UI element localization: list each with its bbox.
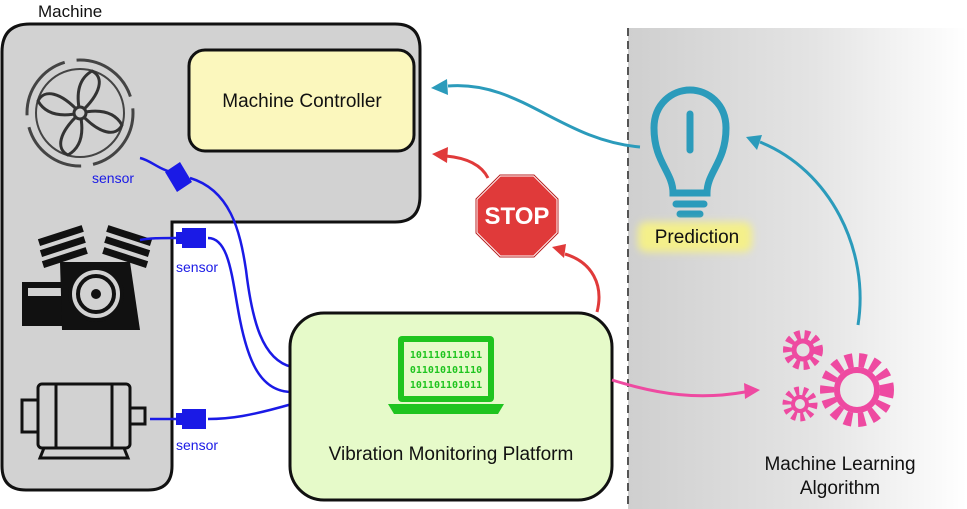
machine-controller-box[interactable]: Machine Controller xyxy=(187,48,416,153)
machine-controller-label: Machine Controller xyxy=(222,91,382,112)
pink-arrow xyxy=(611,378,760,399)
sensor-icon xyxy=(165,162,206,429)
machine-title: Machine xyxy=(38,2,102,21)
prediction-label: Prediction xyxy=(655,227,740,248)
engine-icon xyxy=(22,225,153,330)
ml-label-line1: Machine Learning xyxy=(764,454,915,475)
prediction-label-group: Prediction xyxy=(638,222,752,252)
binary-row-3: 101101101011 xyxy=(410,380,482,391)
laptop-icon: 101110111011 011010101110 101101101011 xyxy=(388,336,504,414)
sensor-label-1: sensor xyxy=(92,170,134,186)
binary-row-1: 101110111011 xyxy=(410,350,482,361)
fan-icon xyxy=(25,58,135,168)
binary-row-2: 011010101110 xyxy=(410,365,482,376)
sensor-label-3: sensor xyxy=(176,437,218,453)
ml-region-panel xyxy=(627,28,967,509)
ml-label-line2: Algorithm xyxy=(800,478,880,499)
vibration-platform-label: Vibration Monitoring Platform xyxy=(329,444,574,465)
motor-icon xyxy=(20,382,147,460)
sensor-label-2: sensor xyxy=(176,259,218,275)
stop-sign-icon: STOP xyxy=(474,173,560,259)
red-arrows xyxy=(432,147,601,313)
lightbulb-icon xyxy=(650,86,730,218)
teal-arrows xyxy=(431,79,862,326)
stop-sign-label: STOP xyxy=(485,203,550,230)
gears-icon xyxy=(782,330,894,427)
